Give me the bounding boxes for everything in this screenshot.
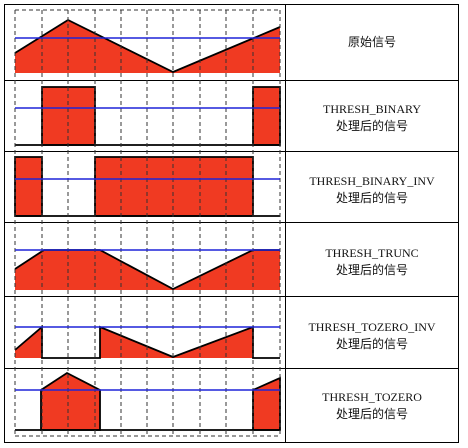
original-signal-area [15, 20, 280, 73]
row-3-label-name: THRESH_BINARY_INV [309, 174, 435, 188]
grid-lines [14, 9, 281, 437]
row-6-label-name: THRESH_TOZERO [322, 390, 422, 404]
tozero-inv-area-1 [15, 327, 42, 358]
row-1-label: 原始信号 [348, 35, 396, 49]
row-2-label-desc: 处理后的信号 [336, 118, 408, 133]
tozero-inv-area-2 [100, 327, 253, 358]
binary-pulse-2 [252, 86, 281, 146]
row-3-label-desc: 处理后的信号 [336, 190, 408, 205]
signal-plots [14, 18, 281, 431]
trunc-area [15, 250, 280, 290]
row-2-label-name: THRESH_BINARY [323, 102, 421, 116]
row-4-label-desc: 处理后的信号 [336, 262, 408, 277]
binary-inv-pulse-1 [14, 156, 43, 217]
row-5-label-name: THRESH_TOZERO_INV [308, 320, 435, 334]
binary-inv-pulse-2 [94, 156, 254, 217]
row-4-label-name: THRESH_TRUNC [325, 246, 418, 260]
row-labels: 原始信号 THRESH_BINARY 处理后的信号 THRESH_BINARY_… [308, 35, 435, 421]
threshold-lines [15, 37, 280, 391]
row-5-label-desc: 处理后的信号 [336, 336, 408, 351]
table-frame [4, 4, 459, 443]
row-6-label-desc: 处理后的信号 [336, 406, 408, 421]
tozero-area-1 [40, 371, 101, 431]
tozero-area-2 [252, 376, 281, 431]
